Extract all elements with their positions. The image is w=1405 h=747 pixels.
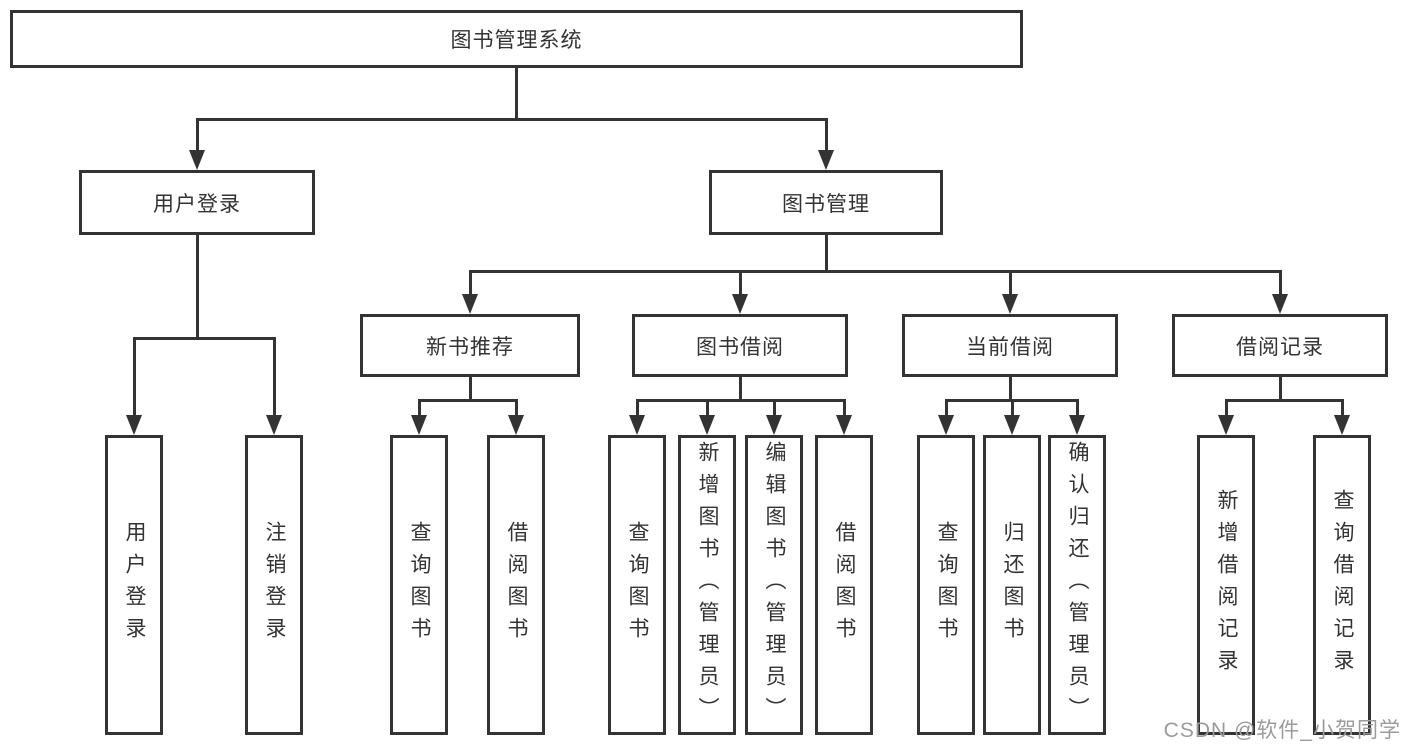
leaf-return-book: 归还图书: [983, 435, 1041, 735]
connector-line: [635, 399, 846, 402]
connector-line: [514, 68, 518, 118]
connector-line: [824, 118, 828, 152]
leaf-edit-book-admin: 编辑图书（管理员）: [745, 435, 803, 735]
leaf-edit-book-admin-label: 编辑图书（管理员）: [763, 441, 786, 729]
leaf-borrow-books: 借阅图书: [815, 435, 873, 735]
leaf-user-login-label: 用户登录: [123, 521, 146, 649]
connector-line: [1278, 377, 1282, 401]
leaf-query-borrow-record: 查询借阅记录: [1313, 435, 1371, 735]
connector-line: [195, 235, 199, 338]
node-book-mgmt: 图书管理: [709, 170, 943, 235]
leaf-query-books-borrow-label: 查询图书: [626, 521, 649, 649]
leaf-query-books-rec-label: 查询图书: [408, 521, 431, 649]
leaf-add-borrow-record: 新增借阅记录: [1197, 435, 1255, 735]
connector-line: [1008, 270, 1012, 296]
connector-line: [738, 270, 742, 296]
connector-line: [468, 270, 1282, 273]
connector-line: [417, 399, 518, 402]
leaf-add-book-admin-label: 新增图书（管理员）: [696, 441, 719, 729]
connector-arrow-down: [732, 294, 748, 314]
leaf-borrow-books-label: 借阅图书: [833, 521, 856, 649]
connector-arrow-down: [508, 415, 524, 435]
leaf-add-borrow-record-label: 新增借阅记录: [1215, 489, 1238, 681]
connector-line: [468, 377, 472, 401]
leaf-borrow-books-rec: 借阅图书: [487, 435, 545, 735]
connector-line: [738, 377, 742, 401]
connector-arrow-down: [1218, 415, 1234, 435]
connector-arrow-down: [699, 415, 715, 435]
connector-arrow-down: [266, 415, 282, 435]
leaf-query-books-rec: 查询图书: [390, 435, 448, 735]
leaf-query-books-borrow: 查询图书: [608, 435, 666, 735]
connector-arrow-down: [938, 415, 954, 435]
watermark: CSDN @软件_小贺同学: [1163, 719, 1401, 742]
connector-line: [1340, 399, 1344, 417]
connector-line: [944, 399, 948, 417]
node-user-login: 用户登录: [79, 170, 315, 235]
node-book-mgmt-label: 图书管理: [782, 192, 870, 216]
connector-line: [1008, 377, 1012, 401]
connector-arrow-down: [629, 415, 645, 435]
connector-line: [1224, 399, 1228, 417]
connector-line: [132, 337, 276, 340]
connector-arrow-down: [462, 294, 478, 314]
connector-line: [514, 399, 518, 417]
leaf-user-login: 用户登录: [105, 435, 163, 735]
connector-arrow-down: [1069, 415, 1085, 435]
node-user-login-label: 用户登录: [153, 192, 241, 216]
connector-line: [417, 399, 421, 417]
leaf-confirm-return-admin: 确认归还（管理员）: [1048, 435, 1106, 735]
connector-line: [195, 118, 199, 152]
connector-line: [132, 337, 136, 417]
leaf-borrow-books-rec-label: 借阅图书: [505, 521, 528, 649]
connector-line: [842, 399, 846, 417]
node-new-book-rec: 新书推荐: [360, 314, 580, 377]
connector-arrow-down: [1002, 294, 1018, 314]
connector-arrow-down: [1272, 294, 1288, 314]
node-borrow-record: 借阅记录: [1172, 314, 1388, 377]
connector-line: [195, 118, 828, 121]
connector-line: [1224, 399, 1344, 402]
connector-line: [824, 235, 828, 272]
leaf-return-book-label: 归还图书: [1001, 521, 1024, 649]
connector-arrow-down: [126, 415, 142, 435]
leaf-logout-label: 注销登录: [263, 521, 286, 649]
leaf-logout: 注销登录: [245, 435, 303, 735]
connector-arrow-down: [766, 415, 782, 435]
connector-arrow-down: [836, 415, 852, 435]
connector-line: [272, 337, 276, 417]
node-borrow-record-label: 借阅记录: [1236, 335, 1324, 359]
leaf-add-book-admin: 新增图书（管理员）: [678, 435, 736, 735]
connector-line: [1075, 399, 1079, 417]
node-book-borrow: 图书借阅: [632, 314, 848, 377]
connector-arrow-down: [818, 150, 834, 170]
node-root: 图书管理系统: [10, 10, 1023, 68]
leaf-query-borrow-record-label: 查询借阅记录: [1331, 489, 1354, 681]
leaf-query-books-current-label: 查询图书: [935, 521, 958, 649]
node-book-borrow-label: 图书借阅: [696, 335, 784, 359]
connector-line: [635, 399, 639, 417]
node-new-book-rec-label: 新书推荐: [426, 335, 514, 359]
connector-line: [1278, 270, 1282, 296]
node-current-borrow: 当前借阅: [902, 314, 1118, 377]
node-current-borrow-label: 当前借阅: [966, 335, 1054, 359]
connector-arrow-down: [411, 415, 427, 435]
connector-line: [468, 270, 472, 296]
connector-arrow-down: [1004, 415, 1020, 435]
connector-line: [705, 399, 709, 417]
connector-line: [772, 399, 776, 417]
connector-arrow-down: [1334, 415, 1350, 435]
connector-arrow-down: [189, 150, 205, 170]
leaf-confirm-return-admin-label: 确认归还（管理员）: [1066, 441, 1089, 729]
node-root-label: 图书管理系统: [450, 29, 583, 52]
connector-line: [1010, 399, 1014, 417]
leaf-query-books-current: 查询图书: [917, 435, 975, 735]
